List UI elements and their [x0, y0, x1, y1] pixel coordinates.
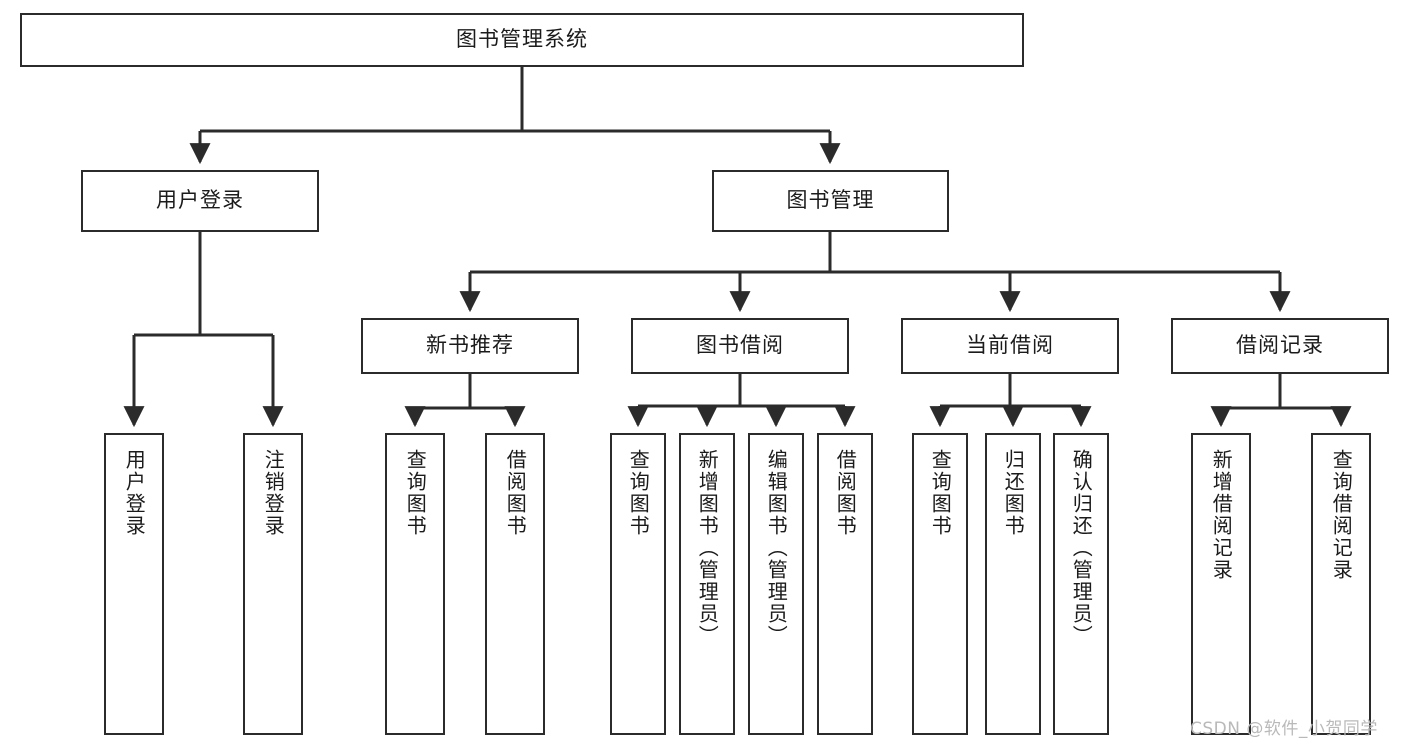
node-leaf-cb-confirm-return[interactable]: 确认归还（管理员）: [1053, 433, 1109, 735]
node-leaf-rec-query-book[interactable]: 查询图书: [385, 433, 445, 735]
node-leaf-bb-add-book[interactable]: 新增图书（管理员）: [679, 433, 735, 735]
watermark: CSDN @软件_小贺同学: [1190, 719, 1378, 739]
node-book-manage-label: 图书管理: [786, 188, 875, 213]
node-leaf-bb-query-book[interactable]: 查询图书: [610, 433, 666, 735]
node-leaf-rec-borrow-book[interactable]: 借阅图书: [485, 433, 545, 735]
node-leaf-br-add-record[interactable]: 新增借阅记录: [1191, 433, 1251, 735]
node-new-book-rec-label: 新书推荐: [426, 333, 514, 358]
node-leaf-cb-query-book-label: 查询图书: [928, 449, 953, 537]
node-leaf-cb-return-book-label: 归还图书: [1001, 449, 1026, 537]
node-borrow-record-label: 借阅记录: [1236, 333, 1324, 358]
node-leaf-br-add-record-label: 新增借阅记录: [1209, 449, 1234, 581]
node-borrow-record[interactable]: 借阅记录: [1171, 318, 1389, 374]
node-leaf-bb-borrow-book[interactable]: 借阅图书: [817, 433, 873, 735]
node-leaf-rec-borrow-book-label: 借阅图书: [503, 449, 528, 537]
node-leaf-cb-return-book[interactable]: 归还图书: [985, 433, 1041, 735]
node-leaf-br-query-record[interactable]: 查询借阅记录: [1311, 433, 1371, 735]
node-root[interactable]: 图书管理系统: [20, 13, 1024, 67]
node-new-book-rec[interactable]: 新书推荐: [361, 318, 579, 374]
node-leaf-bb-edit-book-label: 编辑图书（管理员）: [764, 449, 789, 647]
node-book-borrow[interactable]: 图书借阅: [631, 318, 849, 374]
node-leaf-logout[interactable]: 注销登录: [243, 433, 303, 735]
node-leaf-user-login[interactable]: 用户登录: [104, 433, 164, 735]
node-book-borrow-label: 图书借阅: [696, 333, 784, 358]
node-leaf-bb-edit-book[interactable]: 编辑图书（管理员）: [748, 433, 804, 735]
node-book-manage[interactable]: 图书管理: [712, 170, 949, 232]
node-leaf-cb-query-book[interactable]: 查询图书: [912, 433, 968, 735]
node-root-label: 图书管理系统: [456, 27, 588, 52]
node-leaf-cb-confirm-return-label: 确认归还（管理员）: [1069, 449, 1094, 647]
node-current-borrow[interactable]: 当前借阅: [901, 318, 1119, 374]
node-current-borrow-label: 当前借阅: [966, 333, 1054, 358]
node-leaf-bb-add-book-label: 新增图书（管理员）: [695, 449, 720, 647]
node-user-login-label: 用户登录: [156, 188, 244, 213]
node-leaf-user-login-label: 用户登录: [122, 449, 147, 537]
node-leaf-bb-borrow-book-label: 借阅图书: [833, 449, 858, 537]
node-leaf-rec-query-book-label: 查询图书: [403, 449, 428, 537]
node-leaf-bb-query-book-label: 查询图书: [626, 449, 651, 537]
node-leaf-logout-label: 注销登录: [261, 449, 286, 537]
node-leaf-br-query-record-label: 查询借阅记录: [1329, 449, 1354, 581]
node-user-login[interactable]: 用户登录: [81, 170, 319, 232]
